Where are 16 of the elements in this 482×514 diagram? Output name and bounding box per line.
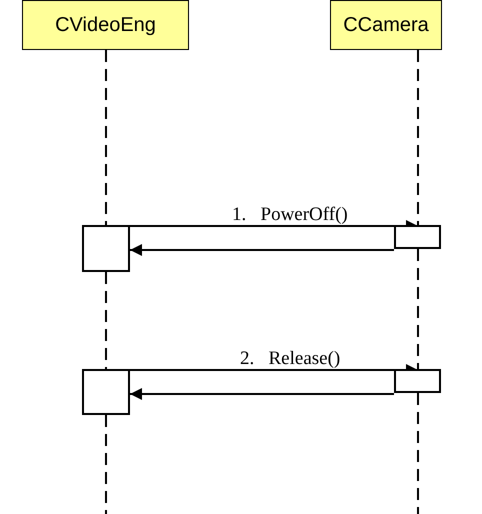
edge-label: 1. PowerOff(): [232, 205, 348, 224]
message-arrow: [130, 388, 394, 400]
lifeline: [417, 393, 419, 514]
message-arrow: [130, 244, 394, 256]
activation-box: [394, 225, 441, 249]
activation-box: [82, 369, 130, 415]
activation-box: [82, 225, 130, 272]
lifeline: [417, 50, 419, 225]
lifeline-header-box: CCamera: [330, 0, 442, 50]
lifeline: [417, 249, 419, 369]
lifeline: [105, 415, 107, 514]
lifeline-header-box: CVideoEng: [22, 0, 189, 50]
edge-label: 2. Release(): [240, 349, 340, 368]
lifeline: [105, 50, 107, 225]
lifeline: [105, 272, 107, 369]
activation-box: [394, 369, 441, 393]
